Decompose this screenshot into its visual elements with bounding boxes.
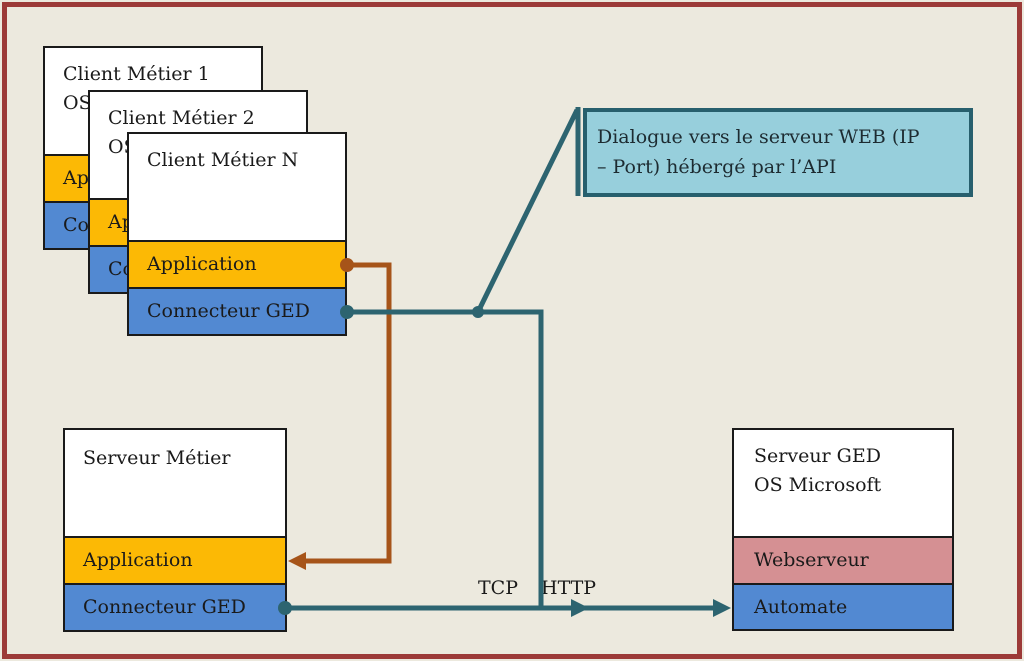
webserveur-label: Webserveur [754, 549, 869, 571]
callout-leader-junction-dot [472, 306, 484, 318]
serveur-ged-automate-layer: Automate [734, 583, 952, 629]
client-metier-n-header: Client Métier N [129, 134, 345, 240]
callout-line-2: – Port) hébergé par l’API [597, 156, 837, 179]
client-metier-n-connecteur-ged-layer: Connecteur GED [129, 287, 345, 334]
serveur-metier-application-layer: Application [65, 536, 285, 583]
tcp-label: TCP [478, 577, 518, 599]
brown-arrowhead-left [288, 552, 306, 570]
web-dialogue-callout: Dialogue vers le serveur WEB (IP – Port)… [583, 108, 973, 197]
client-metier-2-title: Client Métier 2 [108, 107, 255, 129]
serveur-ged-os: OS Microsoft [754, 474, 882, 497]
teal-ged-connector-line [347, 309, 544, 606]
connecteur-ged-label: Connecteur GED [147, 300, 310, 322]
callout-line-1: Dialogue vers le serveur WEB (IP [597, 126, 920, 148]
application-label: Application [147, 253, 257, 275]
teal-end-arrowhead-right [713, 599, 731, 617]
http-label: HTTP [541, 577, 597, 599]
client-metier-n-box: Client Métier N Application Connecteur G… [127, 132, 347, 336]
callout-leader-line [475, 108, 580, 314]
serveur-ged-header: Serveur GED OS Microsoft [734, 430, 952, 536]
connecteur-ged-label: Connecteur GED [83, 596, 246, 618]
client-metier-n-title: Client Métier N [147, 149, 299, 171]
automate-label: Automate [754, 596, 848, 618]
teal-mid-arrowhead-right [571, 599, 589, 617]
serveur-ged-box: Serveur GED OS Microsoft Webserveur Auto… [732, 428, 954, 631]
client-metier-1-os: OS [63, 92, 92, 115]
serveur-ged-title: Serveur GED [754, 445, 881, 467]
serveur-metier-connecteur-ged-layer: Connecteur GED [65, 583, 285, 630]
application-label: Application [83, 549, 193, 571]
serveur-ged-webserveur-layer: Webserveur [734, 536, 952, 583]
serveur-metier-title: Serveur Métier [83, 447, 231, 469]
client-metier-n-application-layer: Application [129, 240, 345, 287]
client-metier-1-title: Client Métier 1 [63, 63, 210, 85]
serveur-metier-box: Serveur Métier Application Connecteur GE… [63, 428, 287, 632]
serveur-metier-header: Serveur Métier [65, 430, 285, 536]
